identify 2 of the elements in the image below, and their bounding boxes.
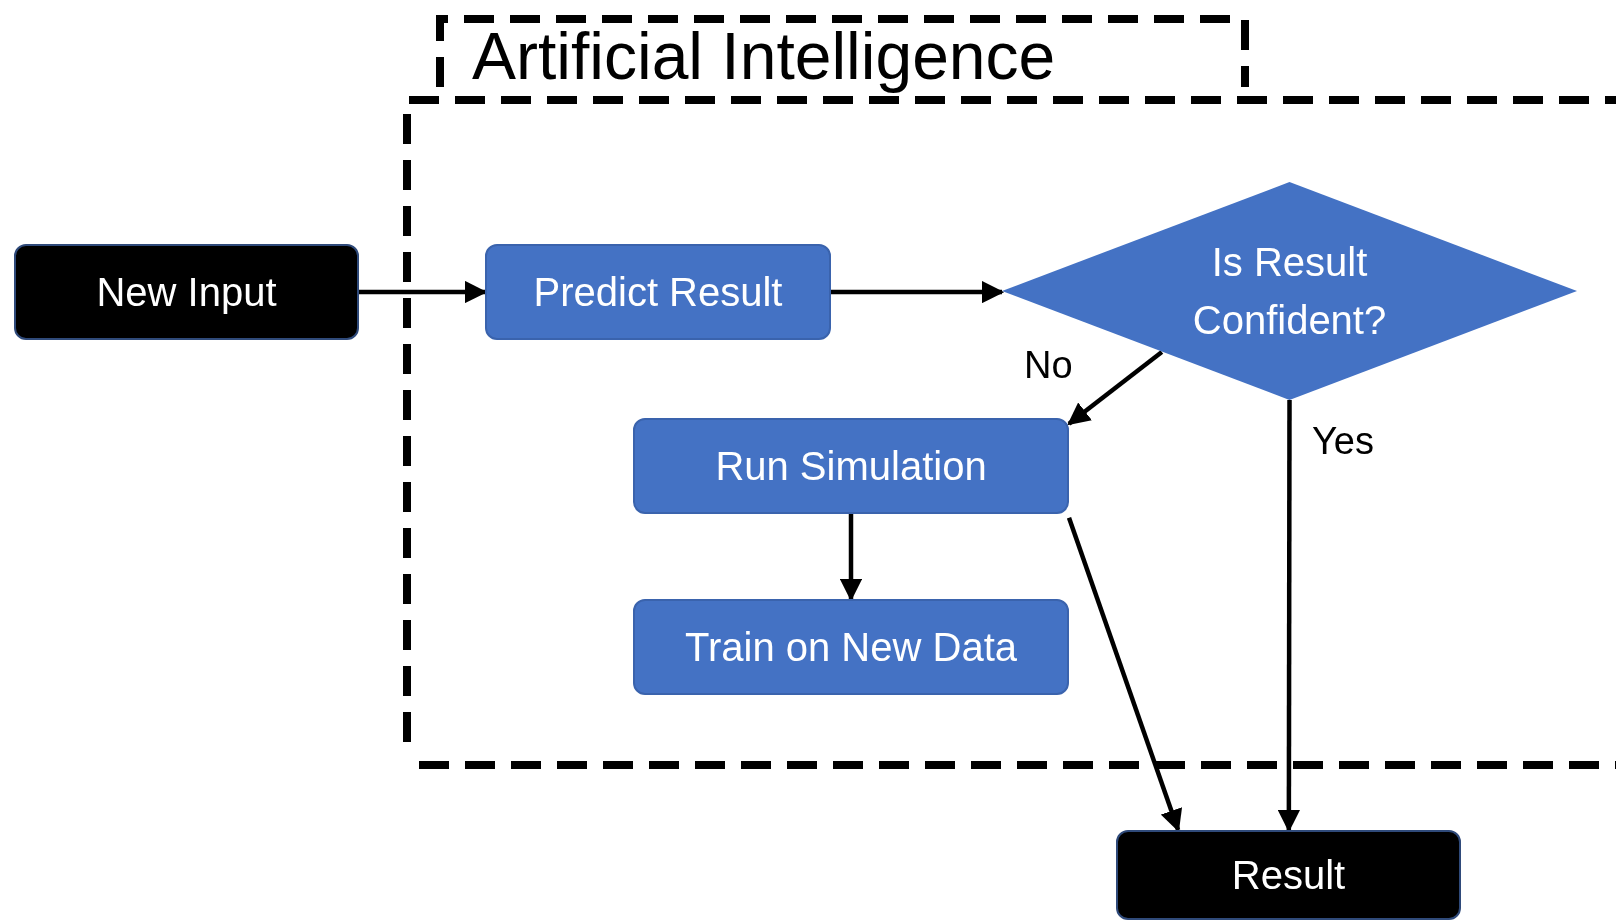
terminal-box: Result <box>1116 830 1461 920</box>
terminal-box: New Input <box>14 244 359 340</box>
